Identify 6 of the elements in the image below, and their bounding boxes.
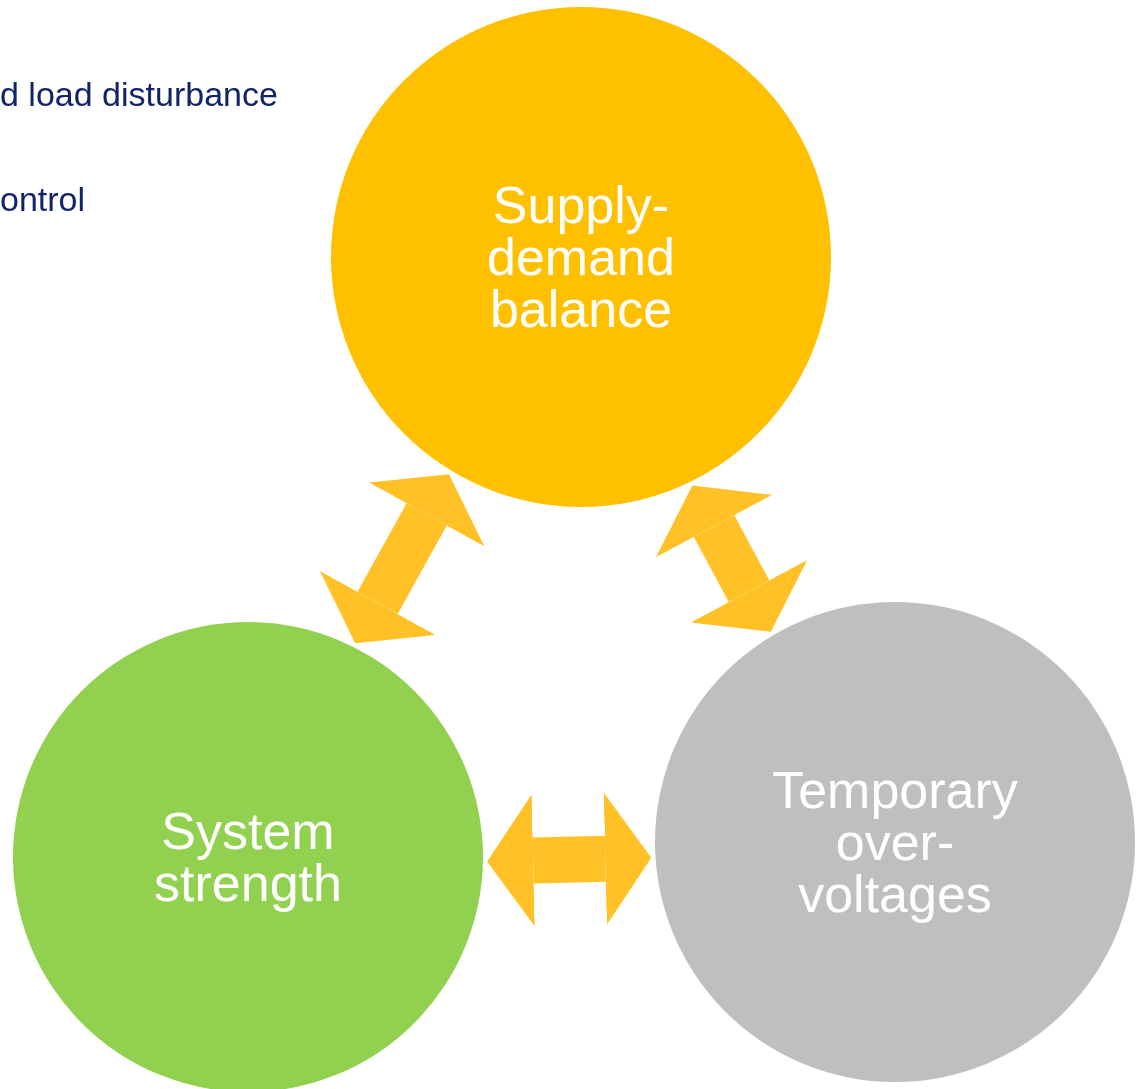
double-arrow (319, 474, 485, 644)
text-fragment: ontrol (0, 180, 86, 219)
double-arrow (655, 485, 808, 632)
node-label: Supply-demand balance (486, 179, 676, 335)
double-arrow (487, 792, 652, 927)
text-fragment: d load disturbance (0, 75, 278, 114)
